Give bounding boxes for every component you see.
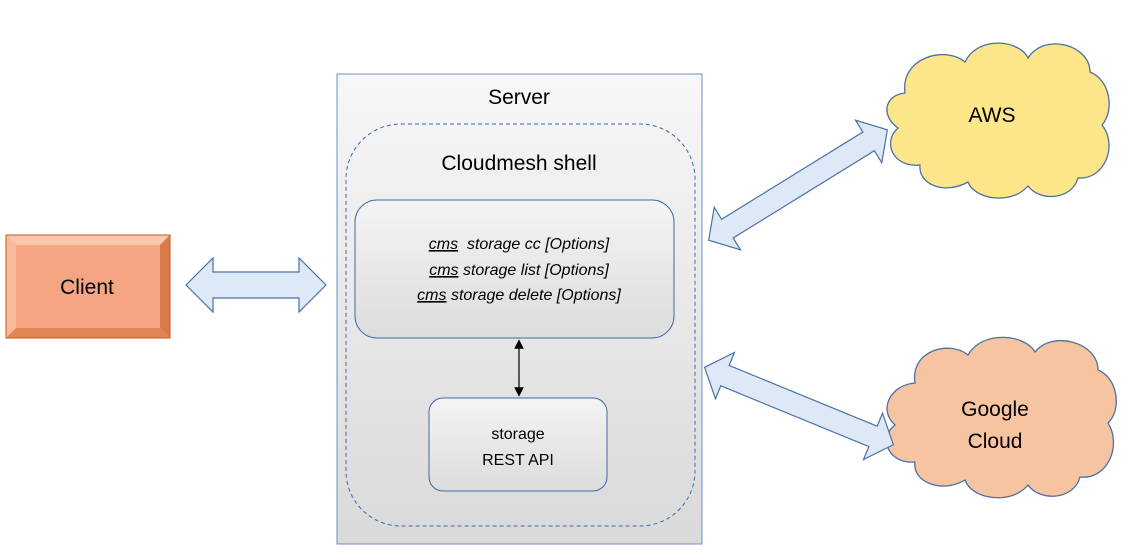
- server-title: Server: [488, 86, 550, 109]
- rest-api-line-2: REST API: [482, 452, 554, 469]
- server-aws-arrow: [707, 119, 889, 251]
- client-server-arrow: [185, 256, 327, 314]
- rest-api-box: storage REST API: [428, 397, 608, 492]
- shell-container: Cloudmesh shell: [345, 123, 696, 527]
- google-cloud: Google Cloud: [885, 336, 1117, 499]
- commands-box: cms storage cc [Options] cms storage lis…: [354, 199, 675, 339]
- client-label: Client: [60, 276, 114, 299]
- command-line-1: cms storage cc [Options]: [429, 236, 610, 253]
- server-google-arrow: [703, 351, 895, 461]
- google-label-line-1: Google: [961, 398, 1029, 421]
- aws-cloud: AWS: [886, 42, 1110, 199]
- rest-api-line-1: storage: [491, 426, 544, 443]
- command-line-3: cms storage delete [Options]: [417, 287, 621, 304]
- shell-title: Cloudmesh shell: [441, 152, 596, 175]
- client-box: Client: [5, 234, 171, 339]
- aws-label: AWS: [968, 104, 1015, 127]
- google-label-line-2: Cloud: [968, 430, 1023, 453]
- command-line-2: cms storage list [Options]: [429, 262, 609, 279]
